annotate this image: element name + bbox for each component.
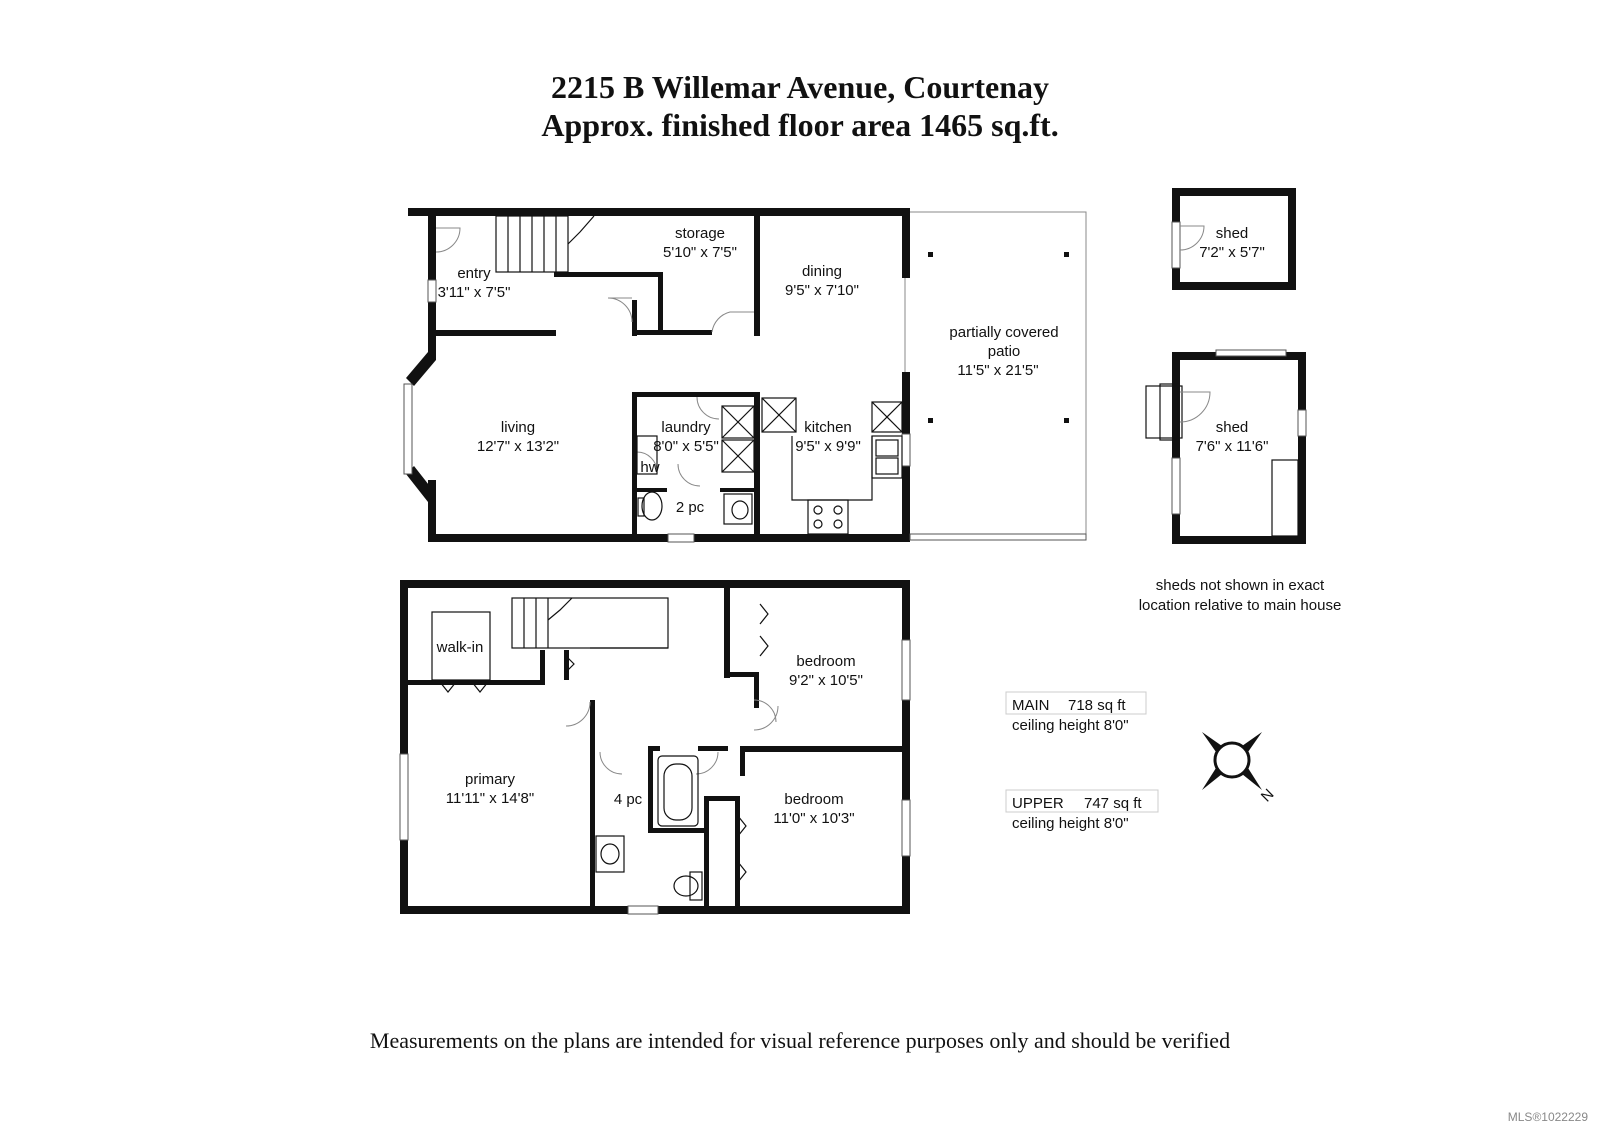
dining-label: dining — [802, 263, 842, 280]
address-title: 2215 B Willemar Avenue, Courtenay — [550, 69, 1050, 105]
upper-ceiling-height: ceiling height 8'0" — [1012, 815, 1129, 832]
bedroom-2-label: bedroom — [796, 653, 855, 670]
main-area-label: MAIN — [1012, 697, 1050, 714]
shed-note-line2: location relative to main house — [1139, 597, 1342, 614]
patio-label-line2: patio — [988, 343, 1021, 360]
patio-size: 11'5" x 21'5" — [957, 362, 1038, 379]
compass-icon: N — [1202, 732, 1277, 805]
shed-note-line1: sheds not shown in exact — [1156, 577, 1325, 594]
main-floor-plan: entry 3'11" x 7'5" storage 5'10" x 7'5" … — [403, 208, 1087, 543]
main-area-value: 718 sq ft — [1068, 697, 1126, 714]
laundry-label: laundry — [661, 419, 711, 436]
living-size: 12'7" x 13'2" — [477, 438, 559, 455]
bedroom-3-size: 11'0" x 10'3" — [773, 810, 854, 827]
main-area-info: MAIN 718 sq ft ceiling height 8'0" — [1005, 691, 1147, 734]
shed-1-size: 7'2" x 5'7" — [1199, 244, 1265, 261]
four-piece-bath-label: 4 pc — [614, 791, 643, 808]
water-heater-label: hw — [640, 459, 659, 476]
entry-size: 3'11" x 7'5" — [438, 284, 511, 301]
dining-size: 9'5" x 7'10" — [785, 282, 859, 299]
primary-label: primary — [465, 771, 516, 788]
upper-area-label: UPPER — [1012, 795, 1064, 812]
patio-area — [909, 211, 1087, 541]
bedroom-3-label: bedroom — [784, 791, 843, 808]
patio-label-line1: partially covered — [949, 324, 1058, 341]
living-label: living — [501, 419, 535, 436]
shed-2-label: shed — [1216, 419, 1249, 436]
measurement-disclaimer: Measurements on the plans are intended f… — [369, 1028, 1231, 1053]
shed-small-plan: shed 7'2" x 5'7" — [1171, 188, 1296, 290]
upper-floor-plan: walk-in bedroom 9'2" x 10'5" primary 11'… — [399, 580, 911, 915]
two-piece-bath-label: 2 pc — [676, 499, 705, 516]
shed-large-plan: shed 7'6" x 11'6" — [1145, 349, 1307, 544]
main-ceiling-height: ceiling height 8'0" — [1012, 717, 1129, 734]
primary-size: 11'11" x 14'8" — [446, 790, 534, 807]
shed-2-size: 7'6" x 11'6" — [1196, 438, 1269, 455]
upper-area-value: 747 sq ft — [1084, 795, 1142, 812]
storage-label: storage — [675, 225, 725, 242]
shed-1-label: shed — [1216, 225, 1249, 242]
floor-area-title: Approx. finished floor area 1465 sq.ft. — [541, 107, 1059, 143]
kitchen-label: kitchen — [804, 419, 852, 436]
upper-area-info: UPPER 747 sq ft ceiling height 8'0" — [1005, 789, 1159, 832]
kitchen-size: 9'5" x 9'9" — [795, 438, 861, 455]
mls-number: MLS®1022229 — [1507, 1110, 1588, 1124]
bedroom-2-size: 9'2" x 10'5" — [789, 672, 863, 689]
entry-label: entry — [457, 265, 491, 282]
walk-in-label: walk-in — [436, 639, 484, 656]
laundry-size: 8'0" x 5'5" — [653, 438, 719, 455]
storage-size: 5'10" x 7'5" — [663, 244, 737, 261]
